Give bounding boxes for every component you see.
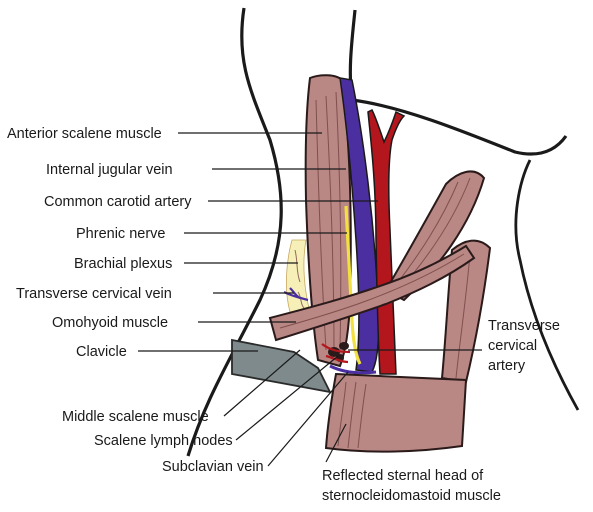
shoulder-outline (514, 159, 580, 411)
leader-subclavian-vein (267, 371, 349, 467)
jaw-outline (348, 9, 568, 156)
label-common-carotid: Common carotid artery (44, 194, 192, 210)
sternal-head-sternocleidomastoid (324, 372, 468, 453)
label-omohyoid: Omohyoid muscle (52, 315, 168, 331)
label-scm-head-1: Reflected sternal head of (322, 468, 484, 484)
label-internal-jugular: Internal jugular vein (46, 162, 173, 178)
label-transverse-cervical-artery-2: cervical (488, 338, 537, 354)
label-phrenic: Phrenic nerve (76, 226, 165, 242)
label-anterior-scalene: Anterior scalene muscle (7, 126, 162, 142)
label-transverse-cervical-artery-3: artery (488, 358, 526, 374)
label-clavicle: Clavicle (76, 344, 127, 360)
transverse-cervical-artery (321, 343, 351, 364)
label-brachial-plexus: Brachial plexus (74, 256, 172, 272)
label-subclavian-vein: Subclavian vein (162, 459, 264, 475)
lymph-node (339, 342, 349, 350)
label-scm-head-2: sternocleidomastoid muscle (322, 488, 501, 504)
leader-middle-scalene (223, 349, 301, 417)
label-scalene-nodes: Scalene lymph nodes (94, 433, 233, 449)
label-transverse-cervical-artery-1: Transverse (488, 318, 560, 334)
label-middle-scalene: Middle scalene muscle (62, 409, 209, 425)
leader-scm-head (325, 423, 347, 463)
lateral-neck-muscle (440, 239, 492, 384)
common-carotid-artery (367, 108, 406, 375)
subclavian-vein (329, 364, 377, 375)
neck-outline-back (186, 7, 283, 457)
label-transverse-cervical-vein: Transverse cervical vein (16, 286, 172, 302)
leader-scalene-nodes (235, 355, 339, 441)
